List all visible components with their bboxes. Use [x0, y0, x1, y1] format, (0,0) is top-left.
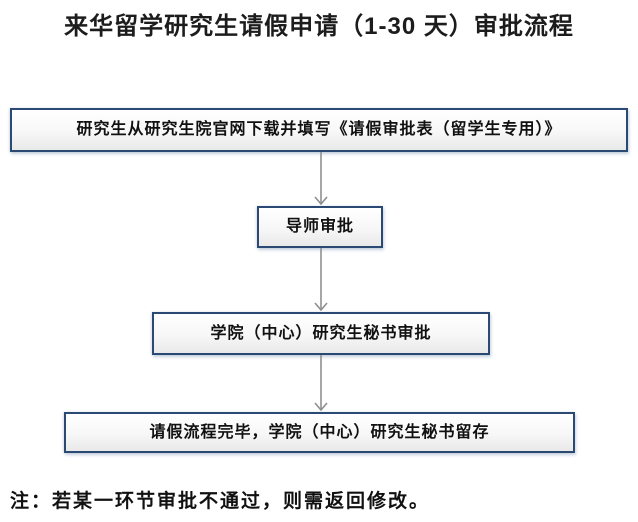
flow-step-label: 研究生从研究生院官网下载并填写《请假审批表（留学生专用）》 — [76, 121, 562, 139]
flow-step-secretary-approval: 学院（中心）研究生秘书审批 — [152, 312, 490, 355]
page-title: 来华留学研究生请假申请（1-30 天）审批流程 — [64, 13, 574, 40]
flow-step-label: 学院（中心）研究生秘书审批 — [210, 324, 432, 342]
flow-step-label: 请假流程完毕，学院（中心）研究生秘书留存 — [149, 423, 490, 441]
footnote: 注：若某一环节审批不通过，则需返回修改。 — [10, 491, 431, 512]
arrow-down-icon — [313, 152, 329, 206]
flow-step-download-form: 研究生从研究生院官网下载并填写《请假审批表（留学生专用）》 — [10, 108, 628, 152]
flow-step-supervisor-approval: 导师审批 — [257, 206, 383, 248]
arrow-down-icon — [313, 248, 329, 312]
arrow-down-icon — [313, 355, 329, 412]
flow-step-complete-archive: 请假流程完毕，学院（中心）研究生秘书留存 — [64, 412, 575, 453]
flow-step-label: 导师审批 — [285, 218, 354, 236]
